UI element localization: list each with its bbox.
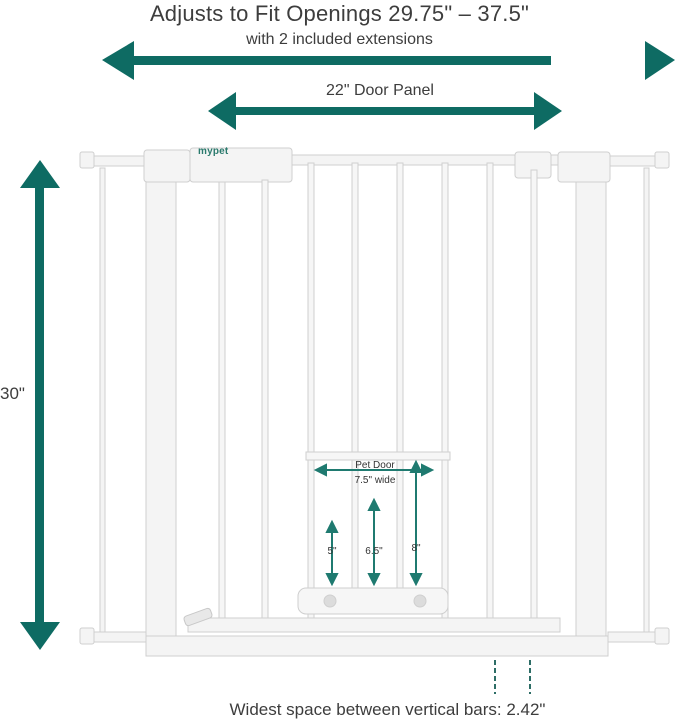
headline: Adjusts to Fit Openings 29.75" – 37.5" <box>149 1 530 26</box>
pet-door-label: Pet Door <box>355 460 395 471</box>
bar-spacing-markers <box>494 660 531 694</box>
dim-8-arrow <box>409 459 423 587</box>
width-range-arrow <box>102 41 675 80</box>
pet-door-dim-6-5-label: 6.5" <box>365 546 383 557</box>
dim-6-5-arrow <box>367 497 381 587</box>
pet-door-dim-8-label: 8" <box>411 543 421 554</box>
brand-logo: mypet <box>198 146 229 157</box>
pet-door <box>297 451 451 615</box>
bar-spacing-note: Widest space between vertical bars: 2.42… <box>229 700 546 719</box>
pet-door-dim-5-label: 5" <box>327 546 337 557</box>
height-label: 30" <box>0 384 25 403</box>
gate-frame <box>79 147 670 657</box>
door-panel-label: 22" Door Panel <box>300 82 460 100</box>
gate-bars <box>218 162 538 619</box>
pet-door-width-label: 7.5" wide <box>354 475 396 486</box>
door-panel-arrow <box>208 92 562 130</box>
door-handle <box>183 607 213 627</box>
height-arrow <box>20 160 60 650</box>
dim-5-arrow <box>325 519 339 587</box>
subtitle: with 2 included extensions <box>246 31 433 48</box>
pet-door-width-arrow <box>313 463 435 477</box>
